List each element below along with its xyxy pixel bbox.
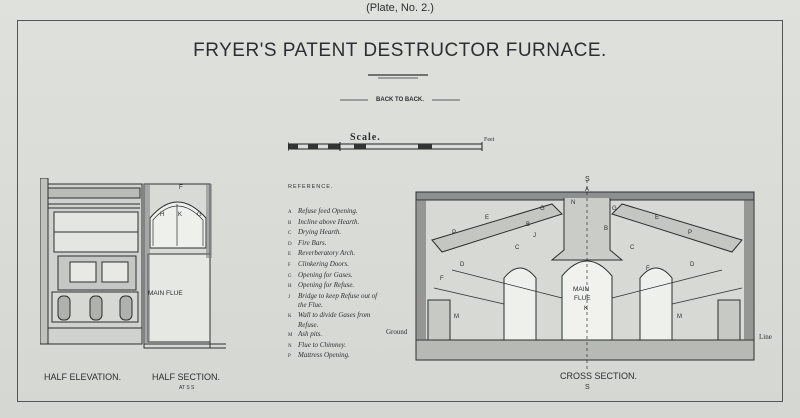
cross-label-f: F: [440, 276, 444, 282]
cross-label-f-right: F: [646, 266, 650, 272]
caption-cross-section: CROSS SECTION.: [560, 371, 638, 381]
main-flue-label-cross-2: FLUE: [574, 295, 591, 302]
caption-half-elevation: HALF ELEVATION.: [44, 372, 122, 382]
main-flue-label-left: MAIN FLUE: [148, 290, 183, 297]
cross-label-m: M: [454, 314, 459, 320]
scale-label: Scale.: [350, 132, 381, 143]
scale-bar: [288, 142, 483, 151]
cross-label-m-right: M: [677, 314, 682, 320]
cross-label-c: C: [515, 245, 520, 251]
cross-section-drawing: [415, 180, 755, 370]
line-label: Line: [759, 333, 772, 341]
drawing-title: FRYER'S PATENT DESTRUCTOR FURNACE.: [193, 40, 607, 61]
cross-label-d-right: D: [690, 262, 695, 268]
cross-label-g: G: [540, 206, 545, 212]
scale-units: Feet: [484, 137, 495, 143]
cross-label-g-right: G: [612, 206, 617, 212]
reference-heading: REFERENCE.: [288, 184, 334, 190]
half-elevation-and-section-drawing: [40, 178, 226, 349]
main-flue-label-cross-1: MAIN: [573, 286, 590, 293]
title-underline: [368, 74, 428, 79]
cross-label-k: K: [584, 306, 589, 312]
cross-label-j: J: [533, 233, 536, 239]
cross-label-n: N: [571, 200, 576, 206]
section-label-f: F: [179, 185, 183, 191]
cross-label-e-right: E: [655, 215, 660, 221]
cross-label-b: B: [526, 222, 531, 228]
plate-number: (Plate, No. 2.): [366, 2, 434, 14]
caption-section-reference: AT S S: [179, 385, 195, 391]
back-to-back-label: BACK TO BACK.: [376, 97, 424, 103]
ground-label: Ground: [386, 328, 408, 336]
cross-label-p-right: P: [688, 230, 693, 236]
cross-label-a: A: [585, 187, 590, 193]
plate-border: [17, 20, 783, 402]
section-mark-top: S: [585, 176, 590, 183]
caption-half-section: HALF SECTION.: [152, 372, 221, 382]
section-label-g: G: [197, 212, 202, 218]
back-to-back-rules: [340, 99, 460, 101]
cross-label-b-right: B: [604, 226, 609, 232]
cross-label-c-right: C: [630, 245, 635, 251]
cross-label-p: P: [452, 230, 457, 236]
section-label-k: K: [178, 212, 183, 218]
section-label-h: H: [160, 212, 165, 218]
cross-label-d: D: [460, 262, 465, 268]
section-mark-bottom: S: [585, 384, 590, 391]
cross-label-e: E: [485, 215, 490, 221]
